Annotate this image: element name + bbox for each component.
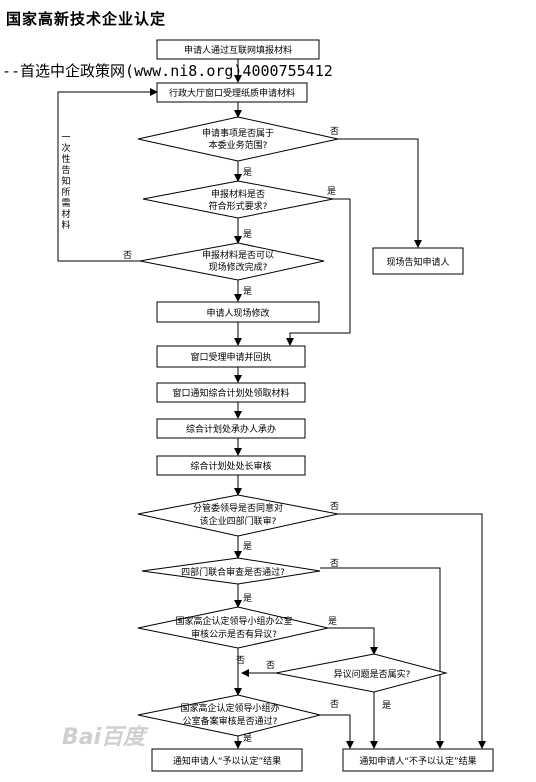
svg-text:是: 是 — [243, 286, 252, 297]
decision-filing: 国家高企认定领导小组办 公室备案审核是否通过? — [137, 694, 321, 737]
decision-objection-valid: 异议问题是否属实? — [275, 653, 448, 693]
page-title: 国家高新技术企业认定 — [6, 10, 167, 28]
connectors — [57, 59, 486, 749]
decision-publicity: 国家高企认定领导小组办公室 审核公示是否有异议? — [137, 606, 329, 649]
box-onsite-modify: 申请人现场修改 — [156, 301, 320, 323]
svg-text:通知申请人“不予以认定”结果: 通知申请人“不予以认定”结果 — [359, 755, 476, 767]
svg-text:公室备案审核是否通过?: 公室备案审核是否通过? — [183, 715, 278, 727]
svg-text:综合计划处承办人承办: 综合计划处承办人承办 — [186, 423, 276, 435]
box-onsite-notify: 现场告知申请人 — [372, 247, 464, 275]
svg-text:行政大厅窗口受理纸质申请材料: 行政大厅窗口受理纸质申请材料 — [169, 87, 295, 99]
box-planning-director: 综合计划处处长审核 — [156, 455, 306, 476]
svg-text:该企业四部门联审?: 该企业四部门联审? — [200, 515, 277, 527]
watermark: Bai百度 — [62, 724, 149, 750]
svg-text:异议问题是否属实?: 异议问题是否属实? — [334, 668, 411, 680]
page-subtitle: --首选中企政策网(www.ni8.org)4000755412 — [2, 62, 333, 80]
svg-text:国家高企认定领导小组办: 国家高企认定领导小组办 — [180, 702, 279, 714]
svg-text:四部门联合审查是否通过?: 四部门联合审查是否通过? — [181, 566, 285, 578]
svg-text:符合形式要求?: 符合形式要求? — [209, 200, 268, 212]
svg-text:申报材料是否可以: 申报材料是否可以 — [202, 249, 274, 261]
decision-format: 申报材料是否 符合形式要求? — [142, 180, 334, 219]
box-result-approved: 通知申请人“予以认定”结果 — [151, 748, 303, 772]
box-window-receipt: 窗口受理申请并回执 — [156, 345, 306, 368]
svg-text:是: 是 — [327, 186, 336, 197]
decision-onsite-fix: 申报材料是否可以 现场修改完成? — [139, 242, 325, 281]
svg-text:是: 是 — [243, 733, 252, 744]
branch-labels: 否 是 是 是 否 是 否 是 否 是 是 否 否 是 否 是 — [123, 126, 391, 744]
box-accept-paper: 行政大厅窗口受理纸质申请材料 — [156, 82, 308, 103]
decision-joint-review: 四部门联合审查是否通过? — [141, 557, 321, 585]
svg-text:是: 是 — [328, 616, 337, 627]
svg-text:申请人通过互联网填报材料: 申请人通过互联网填报材料 — [184, 44, 292, 56]
svg-text:否: 否 — [330, 501, 339, 512]
box-planning-handler: 综合计划处承办人承办 — [156, 418, 306, 439]
svg-text:是: 是 — [382, 700, 391, 711]
svg-text:是: 是 — [243, 593, 252, 604]
svg-text:申报材料是否: 申报材料是否 — [211, 188, 265, 200]
svg-text:窗口通知综合计划处领取材料: 窗口通知综合计划处领取材料 — [172, 387, 289, 399]
svg-text:申请事项是否属于: 申请事项是否属于 — [202, 127, 274, 139]
svg-text:一次性告知所需材料: 一次性告知所需材料 — [61, 133, 70, 231]
svg-text:是: 是 — [243, 229, 252, 240]
box-notify-planning: 窗口通知综合计划处领取材料 — [156, 382, 306, 403]
svg-text:否: 否 — [266, 660, 275, 671]
decision-leader-approve: 分管委领导是否同意对 该企业四部门联审? — [137, 494, 339, 537]
svg-text:国家高企认定领导小组办公室: 国家高企认定领导小组办公室 — [175, 615, 292, 627]
svg-text:本委业务范围?: 本委业务范围? — [209, 139, 268, 151]
svg-text:审核公示是否有异议?: 审核公示是否有异议? — [191, 628, 277, 640]
svg-text:否: 否 — [330, 558, 339, 569]
box-result-rejected: 通知申请人“不予以认定”结果 — [342, 748, 494, 772]
svg-text:现场告知申请人: 现场告知申请人 — [386, 256, 449, 268]
svg-text:是: 是 — [243, 167, 252, 178]
side-note-vertical: 一次性告知所需材料 — [61, 133, 70, 231]
box-submit-online: 申请人通过互联网填报材料 — [156, 39, 320, 60]
svg-text:申请人现场修改: 申请人现场修改 — [206, 307, 269, 319]
svg-text:是: 是 — [243, 541, 252, 552]
svg-text:现场修改完成?: 现场修改完成? — [209, 261, 268, 273]
svg-text:分管委领导是否同意对: 分管委领导是否同意对 — [193, 502, 283, 514]
svg-text:综合计划处处长审核: 综合计划处处长审核 — [190, 460, 271, 472]
svg-text:否: 否 — [330, 699, 339, 710]
svg-text:否: 否 — [330, 126, 339, 137]
svg-text:否: 否 — [236, 655, 245, 666]
decision-scope: 申请事项是否属于 本委业务范围? — [137, 116, 339, 162]
svg-text:窗口受理申请并回执: 窗口受理申请并回执 — [190, 351, 271, 363]
svg-text:通知申请人“予以认定”结果: 通知申请人“予以认定”结果 — [173, 755, 281, 767]
svg-text:否: 否 — [123, 250, 132, 261]
